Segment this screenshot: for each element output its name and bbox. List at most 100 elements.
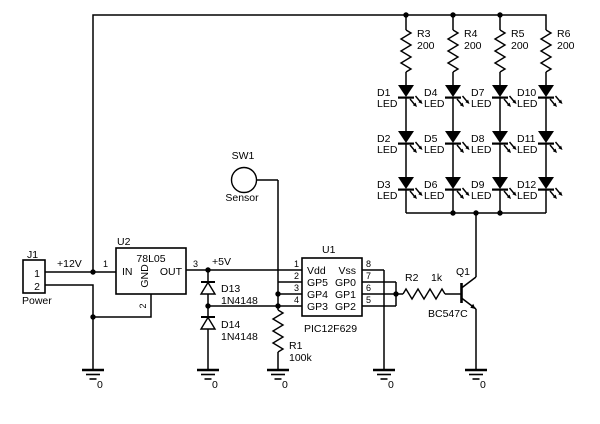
d5-label: LED	[424, 144, 445, 156]
j1-ref: J1	[27, 249, 38, 261]
r2-value: 1k	[431, 272, 443, 284]
d7-label: LED	[471, 98, 492, 110]
wire-12v-rail	[92, 14, 547, 272]
resistor-r2: R2 1k	[402, 272, 446, 300]
wire-5v-and-input	[186, 269, 302, 307]
u1-gp3: GP3	[307, 301, 328, 313]
u1-gp5: GP5	[307, 277, 328, 289]
r4-value: 200	[464, 40, 482, 52]
u1-gp0: GP0	[335, 277, 356, 289]
wire-j1-u2	[45, 271, 152, 370]
emitter-arrow-icon	[470, 303, 476, 309]
u2-gnd-label: GND	[139, 264, 151, 288]
led-d6: D6 LED	[424, 175, 471, 202]
net-label-5v: +5V	[212, 256, 231, 268]
u1-part: PIC12F629	[304, 323, 357, 335]
junction-dots	[90, 12, 503, 320]
net-label-12v: +12V	[57, 258, 82, 270]
resistor-r4: R4 200	[447, 28, 482, 73]
u1-vdd: Vdd	[307, 265, 326, 277]
d10-label: LED	[517, 98, 538, 110]
u1-gp1: GP1	[335, 289, 356, 301]
sensor-sw1: SW1 Sensor	[225, 150, 259, 204]
wire-led-matrix	[405, 15, 547, 214]
ground-net-label: 0	[212, 379, 218, 391]
led-d1: D1 LED	[377, 83, 424, 110]
d6-ref: D6	[424, 179, 438, 191]
u1-pin6-num: 6	[366, 283, 371, 293]
d1-ref: D1	[377, 87, 391, 99]
u1-pin2-num: 2	[294, 271, 299, 281]
resistor-r6: R6 200	[540, 28, 575, 73]
d6-label: LED	[424, 190, 445, 202]
regulator-u2: U2 78L05 IN OUT GND 1 3 2	[103, 236, 198, 309]
ground-net-label: 0	[97, 379, 103, 391]
j1-pin1: 1	[34, 268, 40, 280]
resistor-r1: R1 100k	[272, 309, 313, 364]
u1-pin8-num: 8	[366, 259, 371, 269]
u2-part: 78L05	[136, 253, 165, 265]
d8-ref: D8	[471, 133, 485, 145]
ground-q1: 0	[463, 368, 489, 391]
u1-ref: U1	[322, 244, 336, 256]
d5-ref: D5	[424, 133, 438, 145]
diode-d13: D13 1N4148	[200, 281, 258, 307]
led-d3: D3 LED	[377, 175, 424, 202]
r6-value: 200	[557, 40, 575, 52]
d9-label: LED	[471, 190, 492, 202]
ground-j1: 0	[80, 368, 106, 391]
d2-ref: D2	[377, 133, 391, 145]
led-d9: D9 LED	[471, 175, 518, 202]
led-d12: D12 LED	[517, 175, 564, 202]
connector-j1: J1 1 2 Power	[22, 249, 52, 307]
r6-ref: R6	[557, 28, 571, 40]
u1-gp2: GP2	[335, 301, 356, 313]
r2-ref: R2	[405, 272, 419, 284]
j1-pin2: 2	[34, 281, 40, 293]
d13-ref: D13	[221, 283, 240, 295]
u2-out-label: OUT	[160, 266, 183, 278]
wire-sensor	[256, 179, 279, 370]
r1-ref: R1	[289, 340, 303, 352]
led-d4: D4 LED	[424, 83, 471, 110]
u1-pin4-num: 4	[294, 295, 299, 305]
transistor-q1: Q1 BC547C	[428, 266, 477, 320]
u1-pin1-num: 1	[294, 259, 299, 269]
mcu-u1: U1 PIC12F629 Vdd GP5 GP4 GP3 Vss GP0 GP1…	[294, 244, 371, 335]
resistor-r3: R3 200	[400, 28, 435, 73]
d9-ref: D9	[471, 179, 485, 191]
j1-name: Power	[22, 295, 52, 307]
d3-ref: D3	[377, 179, 391, 191]
d4-label: LED	[424, 98, 445, 110]
sw1-name: Sensor	[225, 192, 259, 204]
ground-diodes: 0	[195, 368, 221, 391]
r5-value: 200	[511, 40, 529, 52]
q1-ref: Q1	[456, 266, 470, 278]
d13-part: 1N4148	[221, 295, 258, 307]
ground-r1: 0	[265, 368, 291, 391]
ground-net-label: 0	[388, 379, 394, 391]
u2-pin1-num: 1	[103, 259, 108, 269]
r3-ref: R3	[417, 28, 431, 40]
u1-pin3-num: 3	[294, 283, 299, 293]
u1-gp4: GP4	[307, 289, 328, 301]
u2-in-label: IN	[122, 266, 133, 278]
led-d5: D5 LED	[424, 129, 471, 156]
d2-label: LED	[377, 144, 398, 156]
d12-ref: D12	[517, 179, 536, 191]
ground-mcu: 0	[371, 368, 397, 391]
u2-ref: U2	[117, 236, 131, 248]
d11-ref: D11	[517, 133, 536, 145]
diode-d14: D14 1N4148	[200, 316, 258, 343]
sw1-ref: SW1	[232, 150, 255, 162]
u1-pin7-num: 7	[366, 271, 371, 281]
led-d8: D8 LED	[471, 129, 518, 156]
d11-label: LED	[517, 144, 538, 156]
d3-label: LED	[377, 190, 398, 202]
ground-net-label: 0	[480, 379, 486, 391]
r1-value: 100k	[289, 352, 313, 364]
d14-ref: D14	[221, 319, 240, 331]
u2-pin2-num: 2	[138, 303, 148, 308]
r5-ref: R5	[511, 28, 525, 40]
